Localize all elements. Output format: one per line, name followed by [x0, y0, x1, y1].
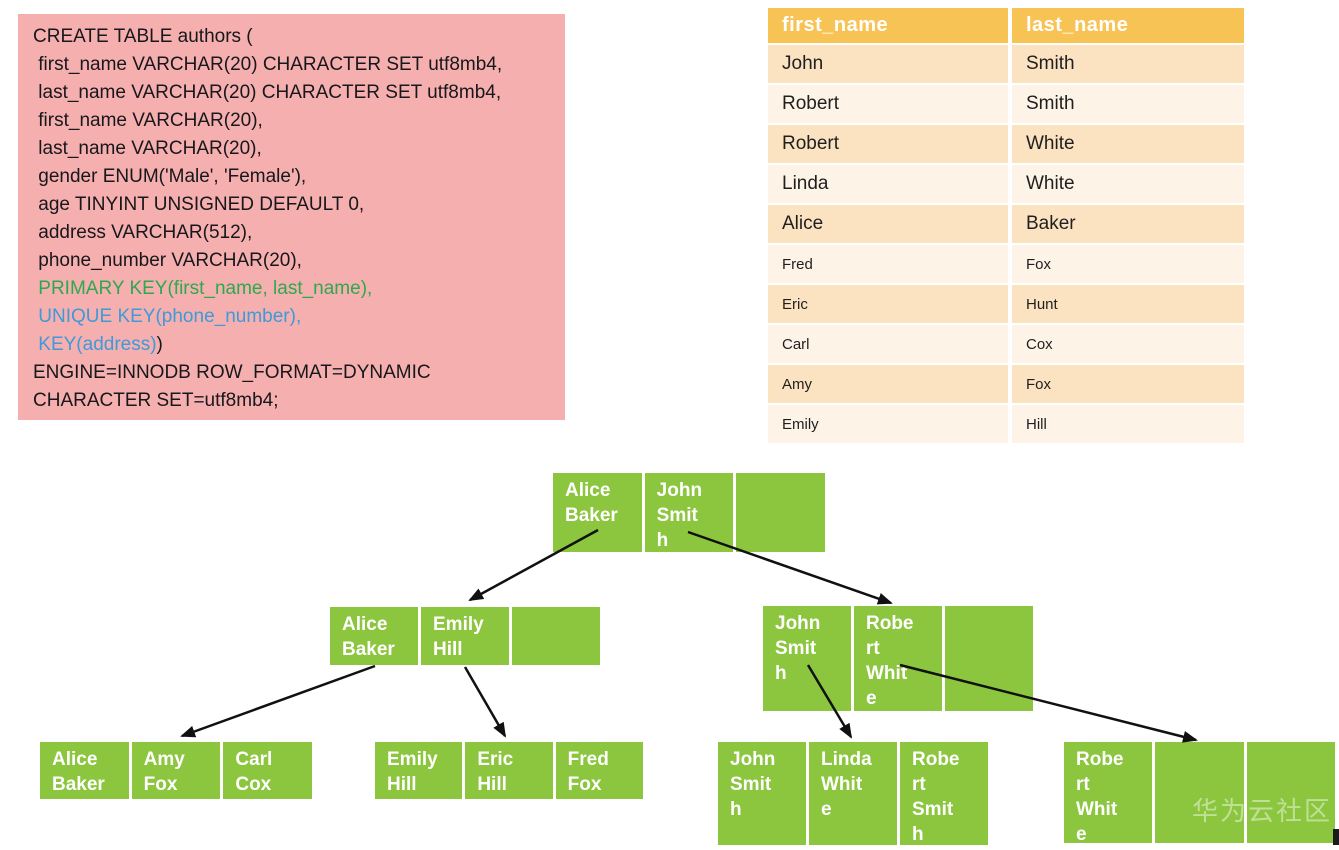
code-segment: first_name VARCHAR(20) CHARACTER SET utf…: [33, 54, 503, 75]
table-cell: White: [1012, 165, 1244, 203]
table-cell: Fox: [1012, 365, 1244, 403]
table-cell: Baker: [1012, 205, 1244, 243]
table-cell: Robert: [768, 125, 1008, 163]
code-segment: KEY(address): [33, 334, 157, 355]
btree-cell: Fred Fox: [555, 742, 643, 799]
btree-cell: John Smit h: [718, 742, 806, 845]
table-cell: Robert: [768, 85, 1008, 123]
btree-cell: Emily Hill: [375, 742, 463, 799]
code-line: PRIMARY KEY(first_name, last_name),: [33, 275, 557, 303]
table-cell: Cox: [1012, 325, 1244, 363]
table-cell: John: [768, 45, 1008, 83]
code-segment: PRIMARY KEY(first_name, last_name),: [33, 278, 373, 299]
table-cell: Carl: [768, 325, 1008, 363]
code-line: KEY(address)): [33, 331, 557, 359]
watermark-corner-mark: [1333, 829, 1339, 845]
btree-cell: Emily Hill: [421, 607, 509, 665]
table-cell: Linda: [768, 165, 1008, 203]
btree-cell: Robe rt Smit h: [900, 742, 988, 845]
table-cell: Alice: [768, 205, 1008, 243]
code-segment: CREATE TABLE authors (: [33, 26, 253, 47]
code-line: address VARCHAR(512),: [33, 219, 557, 247]
btree-arrow: [463, 666, 507, 738]
code-segment: ): [156, 334, 163, 355]
btree-cell: John Smit h: [763, 606, 851, 711]
table-cell: Eric: [768, 285, 1008, 323]
table-cell: Smith: [1012, 85, 1244, 123]
code-segment: address VARCHAR(512),: [33, 222, 253, 243]
btree-cell: Alice Baker: [553, 473, 642, 552]
column-header-first_name: first_name: [768, 8, 1008, 43]
btree-cell: [1155, 742, 1244, 843]
code-line: age TINYINT UNSIGNED DEFAULT 0,: [33, 191, 557, 219]
code-segment: ENGINE=INNODB ROW_FORMAT=DYNAMIC: [33, 362, 431, 383]
btree-cell: Robe rt Whit e: [854, 606, 942, 711]
table-cell: Hill: [1012, 405, 1244, 443]
column-header-last_name: last_name: [1012, 8, 1244, 43]
sql-code-block: CREATE TABLE authors ( first_name VARCHA…: [18, 14, 565, 420]
btree-cell: John Smit h: [644, 473, 734, 552]
code-line: last_name VARCHAR(20) CHARACTER SET utf8…: [33, 79, 557, 107]
btree-arrow: [180, 664, 376, 738]
table-cell: Smith: [1012, 45, 1244, 83]
btree-cell: Carl Cox: [223, 742, 313, 799]
code-segment: gender ENUM('Male', 'Female'),: [33, 166, 307, 187]
code-line: ENGINE=INNODB ROW_FORMAT=DYNAMIC: [33, 359, 557, 387]
table-cell: Hunt: [1012, 285, 1244, 323]
code-segment: CHARACTER SET=utf8mb4;: [33, 390, 279, 411]
btree-cell: [512, 607, 600, 665]
code-line: UNIQUE KEY(phone_number),: [33, 303, 557, 331]
table-cell: Fred: [768, 245, 1008, 283]
code-line: last_name VARCHAR(20),: [33, 135, 557, 163]
btree-cell: Alice Baker: [40, 742, 129, 799]
code-segment: age TINYINT UNSIGNED DEFAULT 0,: [33, 194, 365, 215]
code-segment: first_name VARCHAR(20),: [33, 110, 263, 131]
btree-cell: Linda Whit e: [809, 742, 897, 845]
code-segment: last_name VARCHAR(20) CHARACTER SET utf8…: [33, 82, 502, 103]
table-cell: Fox: [1012, 245, 1244, 283]
code-segment: phone_number VARCHAR(20),: [33, 250, 302, 271]
btree-node-leaf-4: Robe rt Whit e: [1064, 742, 1335, 843]
btree-cell: Eric Hill: [465, 742, 553, 799]
btree-cell: Robe rt Whit e: [1064, 742, 1153, 843]
btree-cell: [736, 473, 826, 552]
table-cell: White: [1012, 125, 1244, 163]
code-line: phone_number VARCHAR(20),: [33, 247, 557, 275]
table-cell: Amy: [768, 365, 1008, 403]
btree-cell: Amy Fox: [131, 742, 221, 799]
btree-cell: Alice Baker: [330, 607, 418, 665]
code-segment: UNIQUE KEY(phone_number),: [33, 306, 302, 327]
btree-cell: [1246, 742, 1335, 843]
code-line: gender ENUM('Male', 'Female'),: [33, 163, 557, 191]
code-line: first_name VARCHAR(20) CHARACTER SET utf…: [33, 51, 557, 79]
btree-cell: [945, 606, 1033, 711]
watermark-text: 华为云社区: [1192, 796, 1333, 826]
code-segment: last_name VARCHAR(20),: [33, 138, 262, 159]
code-line: CREATE TABLE authors (: [33, 23, 557, 51]
table-cell: Emily: [768, 405, 1008, 443]
code-line: first_name VARCHAR(20),: [33, 107, 557, 135]
code-line: CHARACTER SET=utf8mb4;: [33, 387, 557, 415]
